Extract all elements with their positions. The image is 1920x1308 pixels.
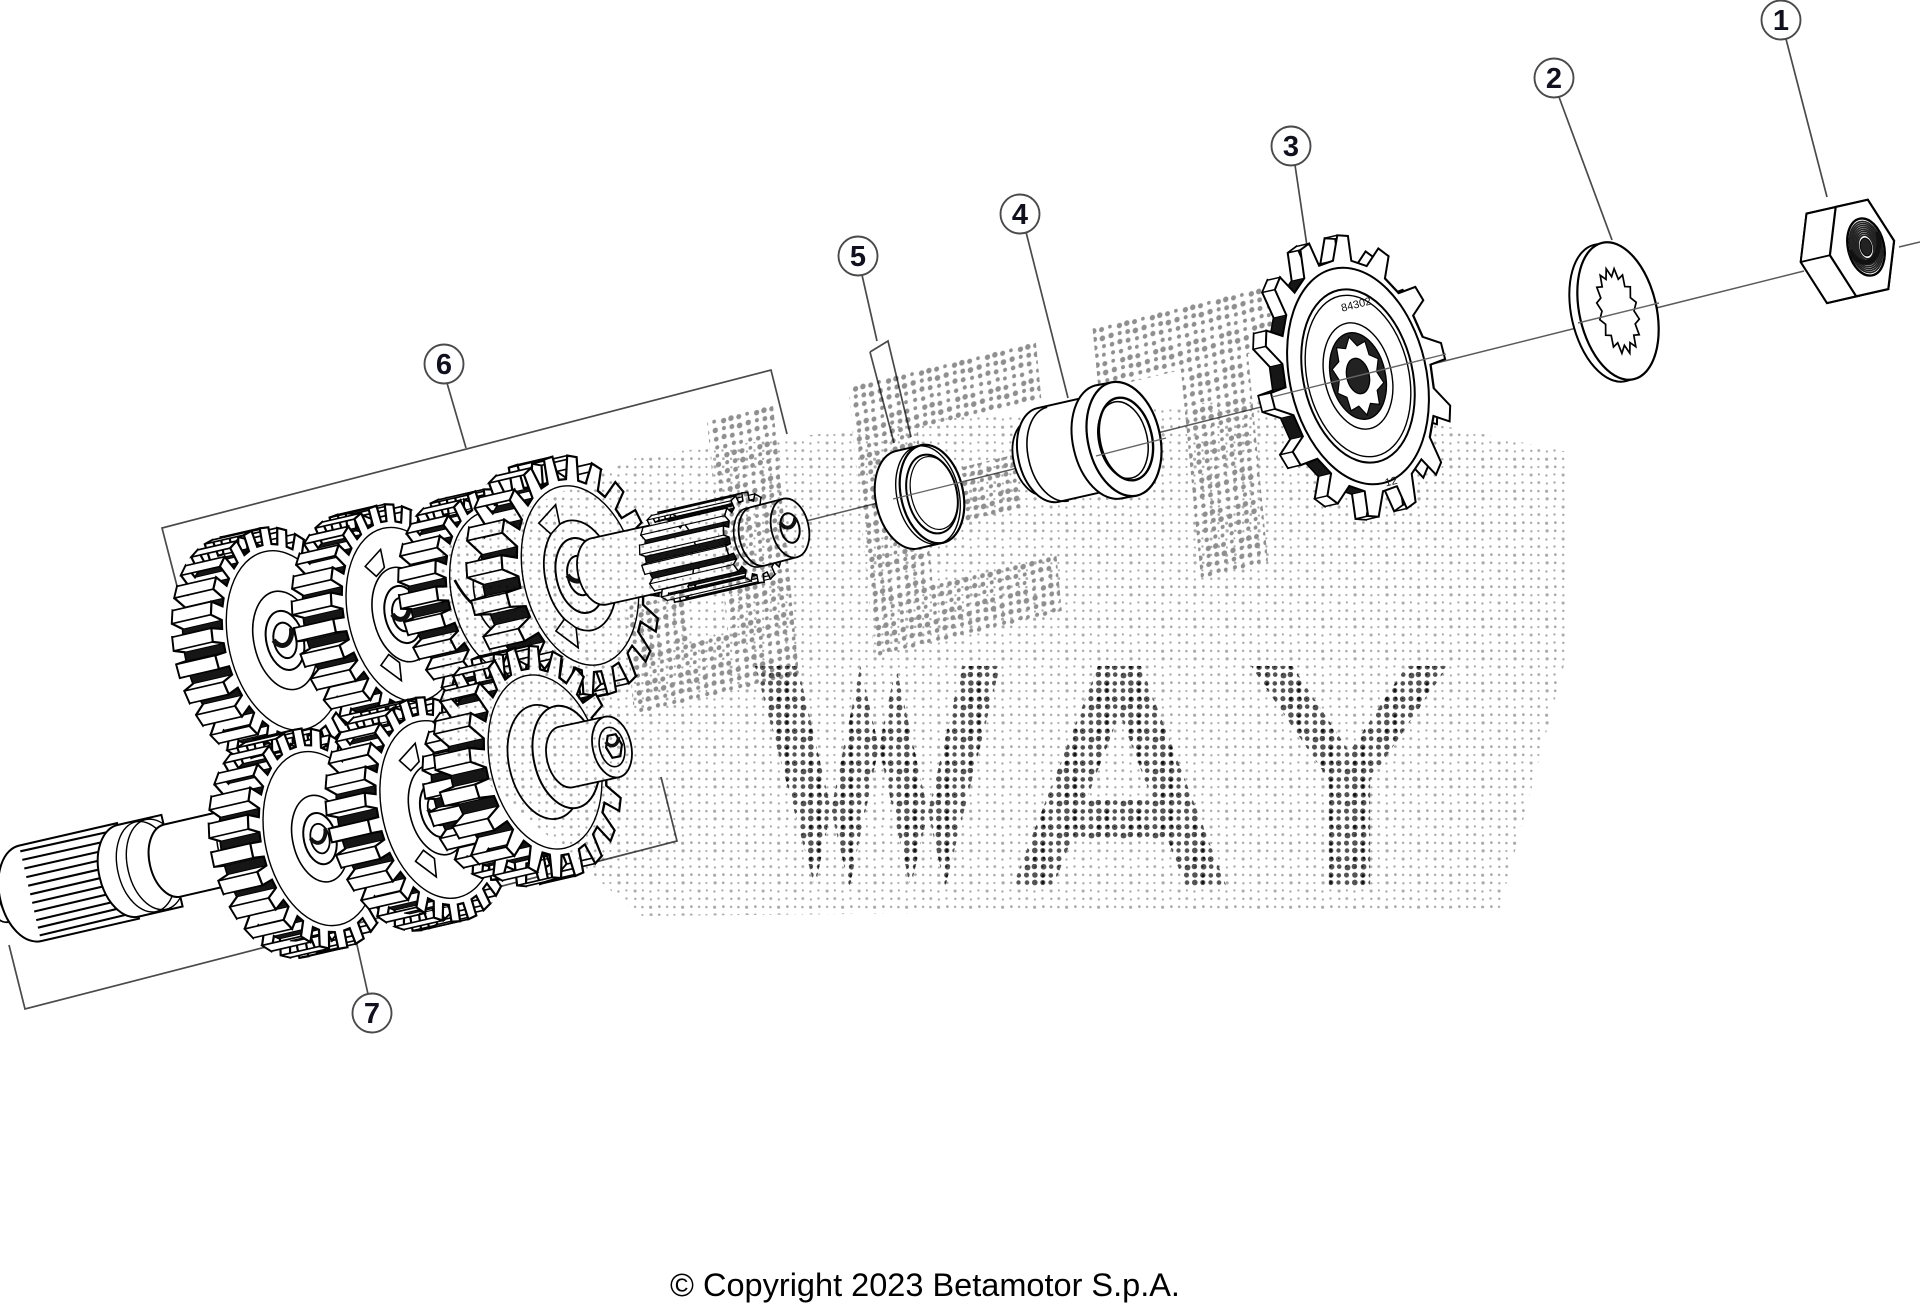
svg-text:6: 6 <box>436 349 452 381</box>
svg-text:7: 7 <box>364 998 380 1030</box>
svg-text:5: 5 <box>850 241 866 273</box>
svg-text:2: 2 <box>1546 63 1562 95</box>
svg-text:3: 3 <box>1283 131 1299 163</box>
svg-text:4: 4 <box>1012 199 1028 231</box>
svg-text:© Copyright 2023 Betamotor S.p: © Copyright 2023 Betamotor S.p.A. <box>670 1267 1180 1303</box>
svg-text:1: 1 <box>1773 5 1789 37</box>
svg-text:12: 12 <box>1384 475 1399 490</box>
